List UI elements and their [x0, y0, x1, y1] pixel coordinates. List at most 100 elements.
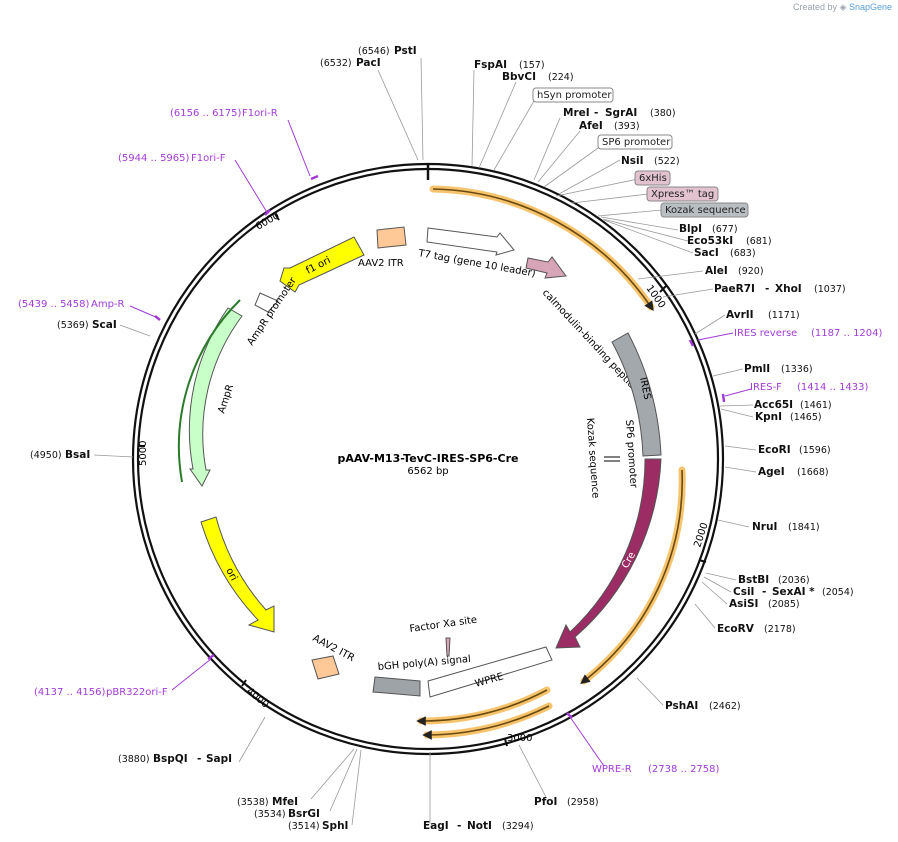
- site-paci[interactable]: (6532)PacI: [320, 57, 381, 69]
- boxed-label-text: 6xHis: [639, 173, 667, 184]
- site-bspqi-sapi[interactable]: (3880)BspQI-SapI: [118, 753, 232, 765]
- site-pos: (4950): [30, 450, 62, 461]
- boxed-label-6xhis[interactable]: 6xHis: [634, 170, 671, 186]
- feature-f1-ori[interactable]: f1 ori: [279, 236, 365, 293]
- feature-label-ires: IRES: [637, 376, 652, 400]
- site-pos: (1596): [799, 445, 831, 456]
- site-pshai[interactable]: PshAI(2462): [665, 700, 741, 712]
- site-agei[interactable]: AgeI(1668): [758, 466, 829, 478]
- site-afei[interactable]: AfeI(393): [579, 120, 640, 132]
- feature-label-ori: ori: [223, 566, 239, 583]
- site-bstbi[interactable]: BstBI(2036): [738, 574, 810, 586]
- feature-aav2-itr-bottom[interactable]: AAV2 ITR: [311, 633, 357, 680]
- site-pos: (157): [519, 60, 545, 71]
- site-pos: (6546): [358, 46, 390, 57]
- site-name: FspAI: [474, 59, 507, 71]
- primer-f1ori-f[interactable]: (5944 .. 5965)F1ori-F: [118, 153, 226, 164]
- site-acc65i[interactable]: Acc65I(1461): [754, 399, 832, 411]
- site-bbvci[interactable]: BbvCI(224): [502, 71, 574, 83]
- feature-factor-xa-site[interactable]: Factor Xa site: [409, 615, 478, 657]
- primer-ires-reverse[interactable]: IRES reverse(1187 .. 1204): [734, 328, 883, 339]
- site-name2: SexAI *: [772, 586, 815, 598]
- primer-name: F1ori-F: [191, 153, 226, 164]
- boxed-label-text: SP6 promoter: [602, 137, 671, 148]
- site-csii-sexai[interactable]: CsiI-SexAI *(2054): [733, 586, 854, 598]
- feature-sp6-promoter[interactable]: SP6 promoter: [623, 419, 639, 489]
- site-name: PshAI: [665, 700, 698, 712]
- primer-ires-f[interactable]: IRES-F(1414 .. 1433): [750, 382, 869, 393]
- site-ecori[interactable]: EcoRI(1596): [758, 444, 831, 456]
- site-name: MfeI: [272, 796, 298, 808]
- primer-range: (2738 .. 2758): [648, 764, 720, 775]
- site-mfei[interactable]: (3538)MfeI: [237, 796, 298, 808]
- site-ecorv[interactable]: EcoRV (2178): [717, 623, 796, 635]
- site-sphi[interactable]: (3514)SphI: [288, 820, 348, 832]
- site-nrui[interactable]: NruI(1841): [752, 521, 820, 533]
- site-leader-lines: [93, 57, 757, 826]
- site-asisi[interactable]: AsiSI(2085): [729, 598, 800, 610]
- site-name: BspQI: [153, 753, 188, 765]
- attribution-brand: SnapGene: [848, 2, 892, 12]
- site-eco53ki[interactable]: Eco53kI(681): [687, 235, 772, 247]
- primer-name: Amp-R: [91, 299, 125, 310]
- site-pos: (1171): [768, 310, 800, 321]
- plasmid-size: 6562 bp: [407, 466, 448, 477]
- primer-pbr322ori-f[interactable]: (4137 .. 4156)pBR322ori-F: [34, 687, 168, 698]
- site-scai[interactable]: (5369)ScaI: [57, 319, 117, 331]
- feature-label-ampr: AmpR: [216, 383, 236, 415]
- site-avrii[interactable]: AvrII(1171): [726, 309, 800, 321]
- site-bsai[interactable]: (4950)BsaI: [30, 449, 90, 461]
- feature-aav2-itr-top[interactable]: AAV2 ITR: [358, 226, 407, 269]
- feature-ampr[interactable]: AmpR: [188, 307, 243, 487]
- svg-text:-: -: [765, 283, 769, 295]
- site-pfoi[interactable]: PfoI(2958): [534, 796, 599, 808]
- site-name: PmlI: [744, 363, 770, 375]
- site-pos: (224): [548, 72, 574, 83]
- site-name2: NotI: [467, 820, 492, 832]
- site-kpni[interactable]: KpnI(1465): [755, 411, 822, 423]
- site-name: BstBI: [738, 574, 769, 586]
- site-pmli[interactable]: PmlI(1336): [744, 363, 813, 375]
- feature-cre[interactable]: Cre: [555, 458, 662, 649]
- site-pos: (2085): [768, 599, 800, 610]
- site-name: MreI: [563, 107, 590, 119]
- feature-kozak-sequence[interactable]: Kozak sequence: [584, 417, 620, 499]
- site-pos: (2178): [764, 624, 796, 635]
- site-bsrgi[interactable]: (3534)BsrGI: [254, 808, 320, 820]
- site-name2: XhoI: [775, 283, 802, 295]
- feature-ires[interactable]: IRES: [611, 332, 662, 457]
- site-nsii[interactable]: NsiI(522): [621, 155, 680, 167]
- primer-amp-r[interactable]: (5439 .. 5458)Amp-R: [18, 299, 125, 310]
- site-fspai[interactable]: FspAI (157): [474, 59, 545, 71]
- feature-ori[interactable]: ori: [200, 516, 275, 633]
- boxed-label-hsyn-promoter[interactable]: hSyn promoter: [532, 87, 614, 103]
- site-eagi-noti[interactable]: EagI-NotI(3294): [423, 820, 534, 832]
- site-name: EcoRV: [717, 623, 755, 635]
- feature-leader-lines: [493, 100, 663, 217]
- site-paer7i-xhoi[interactable]: PaeR7I-XhoI(1037): [714, 283, 846, 295]
- site-pos: (681): [746, 236, 772, 247]
- site-pos: (1465): [790, 412, 822, 423]
- site-pos: (3294): [502, 821, 534, 832]
- site-pos: (677): [712, 224, 738, 235]
- boxed-label-kozak-sequence[interactable]: Kozak sequence: [660, 202, 749, 218]
- primer-wpre-r[interactable]: WPRE-R (2738 .. 2758): [592, 764, 720, 775]
- primer-name: WPRE-R: [592, 764, 632, 775]
- feature-t7-tag[interactable]: T7 tag (gene 10 leader): [416, 227, 536, 280]
- boxed-label-sp6-promoter[interactable]: SP6 promoter: [597, 134, 673, 150]
- site-mrei-sgrai[interactable]: MreI-SgrAI(380): [563, 107, 676, 119]
- site-pos: (3880): [118, 754, 150, 765]
- feature-label-sp6-promoter: SP6 promoter: [623, 419, 639, 489]
- feature-ampr-promoter[interactable]: AmpR promoter: [245, 275, 299, 348]
- boxed-label-xpress-tag[interactable]: Xpress™ tag: [646, 186, 719, 202]
- site-saci[interactable]: SacI(683): [694, 247, 756, 259]
- primer-f1ori-r[interactable]: (6156 .. 6175)F1ori-R: [170, 108, 278, 119]
- site-psti[interactable]: (6546)PstI: [358, 45, 417, 57]
- site-alei[interactable]: AleI(920): [705, 265, 764, 277]
- feature-wpre[interactable]: WPRE: [427, 646, 553, 698]
- plasmid-name: pAAV-M13-TevC-IRES-SP6-Cre: [338, 452, 519, 465]
- site-blpi[interactable]: BlpI(677): [679, 223, 738, 235]
- svg-text:-: -: [197, 753, 201, 765]
- plasmid-backbone: [131, 162, 725, 756]
